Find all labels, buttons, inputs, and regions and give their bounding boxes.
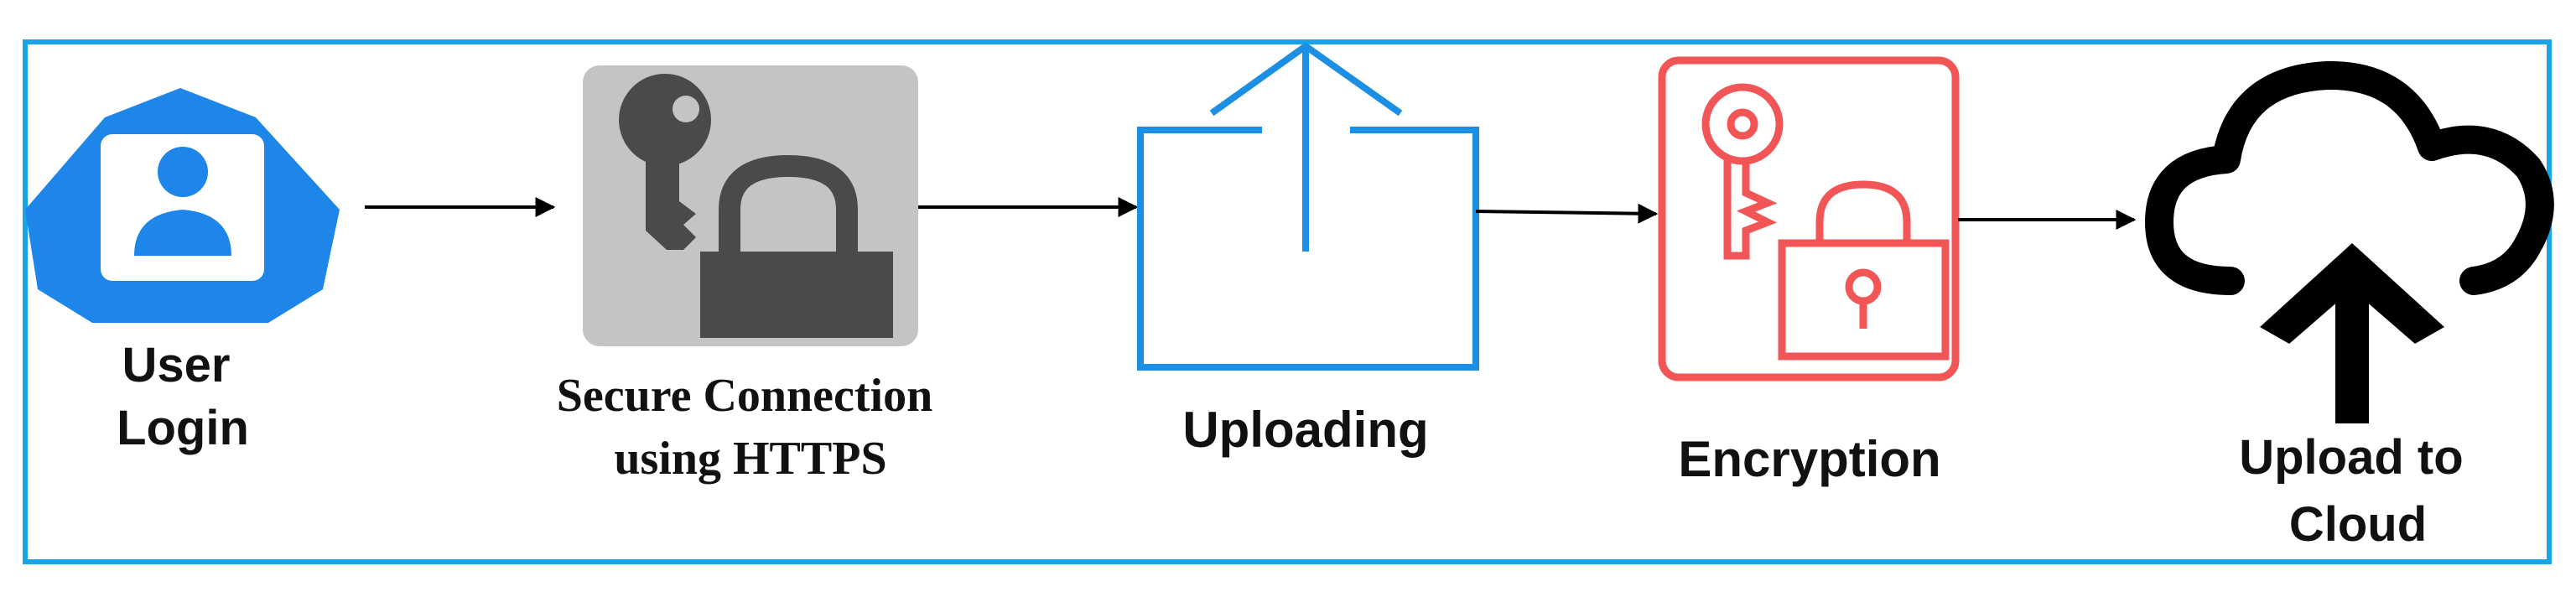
- step-label-secure-connection: Secure Connection using HTTPS: [557, 370, 945, 485]
- step-upload-to-cloud: Upload to Cloud: [2145, 60, 2554, 552]
- step-label-user-login: User Login: [117, 338, 249, 455]
- diagram-frame: [23, 39, 2552, 564]
- label-line: Cloud: [2289, 497, 2427, 552]
- step-label-uploading: Uploading: [1182, 402, 1428, 458]
- upload-icon: [1137, 42, 1479, 371]
- label-line: User: [122, 338, 230, 392]
- step-secure-connection: Secure Connection using HTTPS: [557, 65, 945, 485]
- user-badge-icon: [25, 88, 340, 323]
- label-line: using HTTPS: [614, 433, 886, 485]
- label-line: Secure Connection: [557, 370, 933, 422]
- step-encryption: Encryption: [1658, 56, 1960, 487]
- step-label-upload-to-cloud: Upload to Cloud: [2239, 430, 2477, 552]
- step-label-encryption: Encryption: [1678, 431, 1940, 487]
- key-lock-encryption-icon: [1658, 56, 1960, 382]
- step-user-login: User Login: [25, 88, 340, 455]
- label-line: Login: [117, 401, 249, 455]
- label-line: Uploading: [1182, 402, 1428, 458]
- cloud-upload-icon: [2145, 60, 2554, 423]
- key-lock-icon: [583, 65, 918, 346]
- label-line: Encryption: [1678, 431, 1940, 487]
- step-uploading: Uploading: [1137, 42, 1479, 458]
- label-line: Upload to: [2239, 430, 2463, 485]
- flow-arrow: [1475, 203, 1659, 224]
